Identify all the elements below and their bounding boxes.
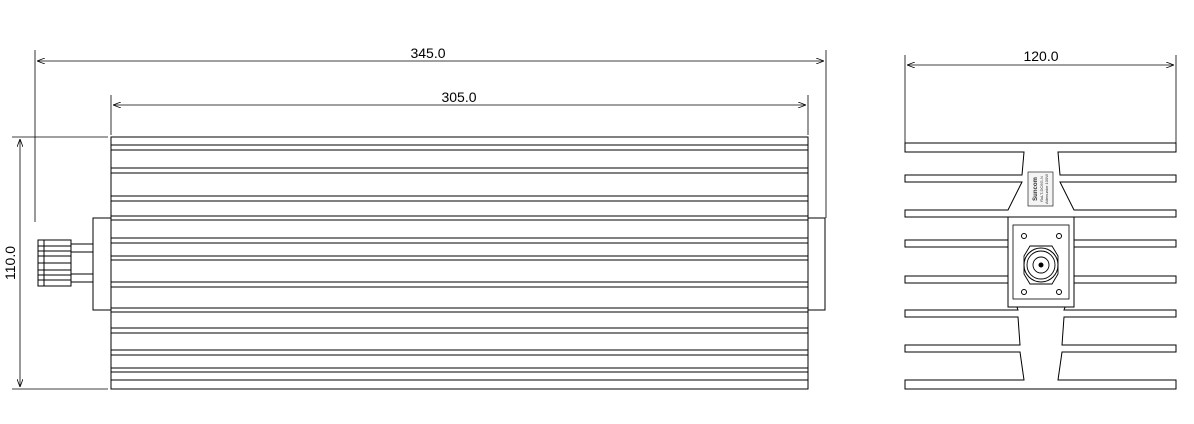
heatsink-body <box>110 136 809 390</box>
product-label-text: Suncom RxLT-DC6G-N Attenuator 100W <box>1033 174 1049 204</box>
body-length-label: 305.0 <box>441 89 476 105</box>
side-view <box>12 50 827 390</box>
width-dimension <box>904 55 1177 143</box>
heatsink-fin-lines <box>111 144 808 381</box>
n-jack-connector <box>1023 245 1059 285</box>
height-dimension <box>12 136 108 390</box>
product-label <box>1027 171 1054 207</box>
height-label: 110.0 <box>2 246 18 280</box>
width-label: 120.0 <box>1023 48 1058 64</box>
label-model: RxLT-DC6G-N <box>1039 176 1044 202</box>
label-brand: Suncom <box>1033 177 1039 201</box>
mounting-screws <box>1021 233 1062 295</box>
overall-length-dimension <box>34 50 827 222</box>
overall-length-label: 345.0 <box>410 45 445 61</box>
label-description: Attenuator 100W <box>1044 174 1049 204</box>
end-view <box>904 55 1177 390</box>
body-length-dimension <box>110 95 809 135</box>
n-connector <box>37 239 94 287</box>
